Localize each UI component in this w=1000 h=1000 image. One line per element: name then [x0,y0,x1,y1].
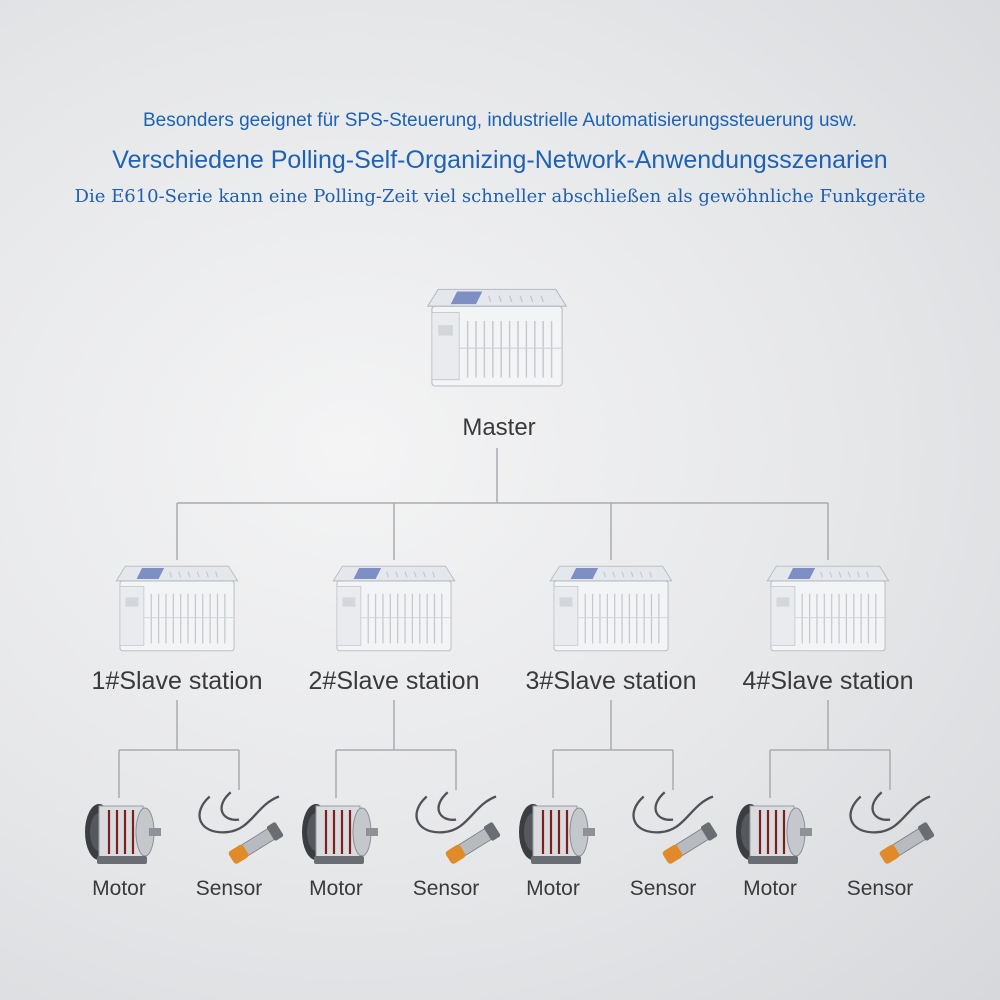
header-subtitle: Besonders geeignet für SPS-Steuerung, in… [143,110,857,131]
sensor-icon-2 [415,791,503,867]
slave-label-2: 2#Slave station [308,667,480,695]
header-description: Die E610-Serie kann eine Polling-Zeit vi… [74,186,926,207]
sensor-label-3: Sensor [629,877,697,900]
motor-icon-2 [300,802,380,866]
sensor-icon-4 [849,791,937,867]
slave-plc-icon-1 [115,565,239,652]
sensor-label-1: Sensor [195,877,263,900]
sensor-label-2: Sensor [412,877,480,900]
motor-icon-3 [517,802,597,866]
slave-label-3: 3#Slave station [525,667,697,695]
plc-controller-icon [426,288,568,387]
sensor-icon-1 [198,791,286,867]
slave-plc-icon-3 [549,565,673,652]
header-title: Verschiedene Polling-Self-Organizing-Net… [112,146,888,174]
sensor-label-4: Sensor [846,877,914,900]
motor-label-3: Motor [526,877,580,900]
motor-label-2: Motor [309,877,363,900]
motor-label-1: Motor [92,877,146,900]
motor-icon-4 [734,802,814,866]
motor-label-4: Motor [743,877,797,900]
slave-plc-icon-2 [332,565,456,652]
master-label: Master [462,414,536,441]
slave-plc-icon-4 [766,565,890,652]
slave-label-4: 4#Slave station [742,667,914,695]
sensor-icon-3 [632,791,720,867]
motor-icon-1 [83,802,163,866]
slave-label-1: 1#Slave station [91,667,263,695]
connector-lines [118,448,891,798]
